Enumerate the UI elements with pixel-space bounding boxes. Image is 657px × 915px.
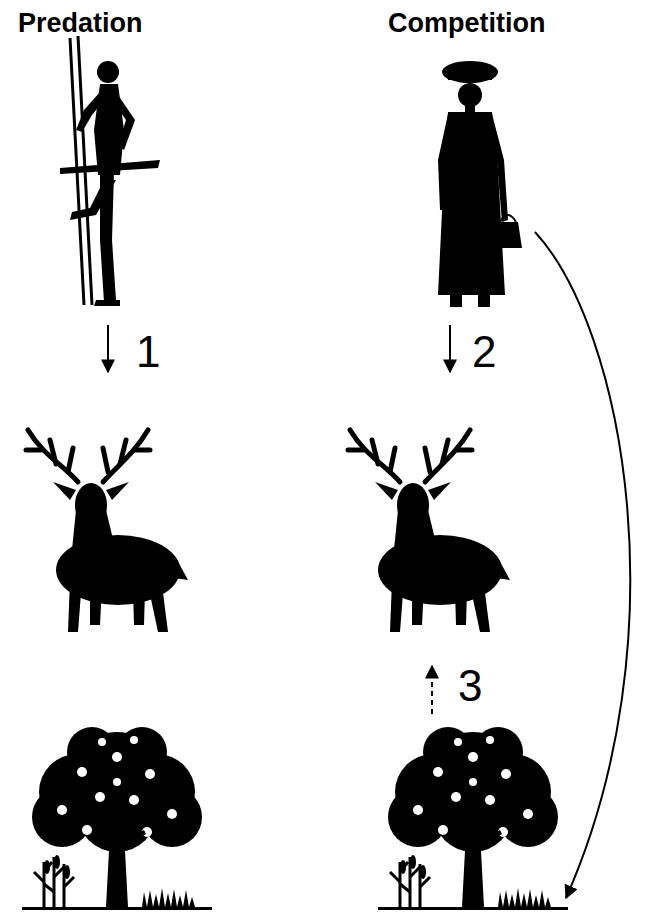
column-heading: Competition — [388, 10, 545, 37]
callout-number: 3 — [458, 664, 482, 708]
column-heading: Predation — [18, 10, 143, 37]
curved-arrow — [535, 232, 630, 898]
tree-silhouette — [378, 727, 568, 910]
tree-silhouette — [22, 727, 212, 910]
deer-silhouette — [26, 430, 188, 632]
callout-number: 2 — [472, 330, 496, 374]
dashed-arrow — [431, 666, 433, 714]
callout-number: 1 — [136, 330, 160, 374]
competition-arrow — [449, 325, 451, 372]
predation-arrow — [107, 325, 109, 372]
hunter-silhouette — [60, 36, 160, 306]
woman-silhouette — [438, 61, 522, 307]
deer-silhouette — [348, 430, 510, 632]
